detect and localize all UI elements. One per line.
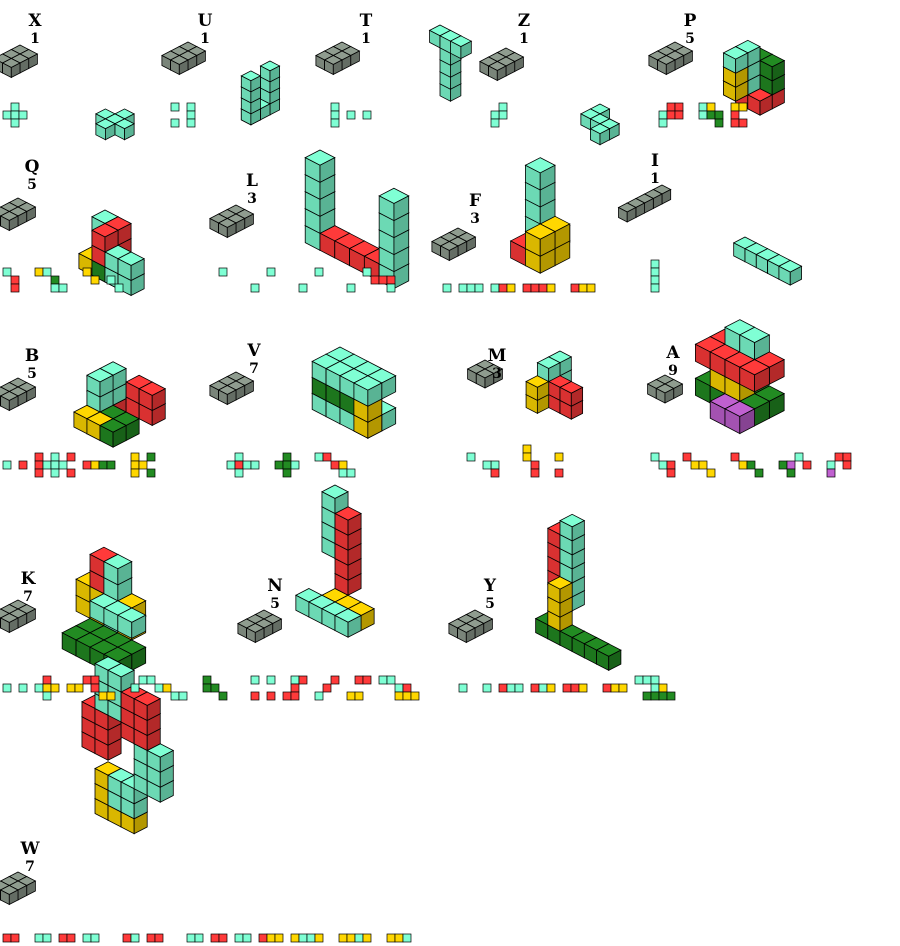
puzzle-letter: Q [24, 157, 40, 177]
puzzle-letter: P [683, 11, 697, 31]
pieces-row-1 [2, 102, 748, 128]
puzzle-count: 1 [519, 31, 529, 47]
base-box-u [161, 41, 207, 76]
base-box-b [0, 377, 37, 412]
base-box-i [617, 184, 672, 223]
base-box-q [0, 197, 37, 232]
puzzle-count: 7 [249, 361, 259, 377]
puzzle-letter: Y [483, 576, 497, 596]
assembled-solid-a [694, 319, 786, 435]
puzzle-letter: U [197, 11, 213, 31]
base-box-k [0, 599, 37, 634]
puzzle-count: 3 [247, 191, 257, 207]
base-box-x [0, 44, 39, 79]
puzzle-count: 5 [27, 177, 37, 193]
base-box-l [209, 204, 255, 239]
puzzle-letter: B [24, 346, 40, 366]
puzzle-letter: X [28, 11, 42, 31]
assembled-solid-l [304, 149, 410, 290]
puzzle-count: 5 [685, 31, 695, 47]
base-box-n [237, 609, 283, 644]
pieces-row-4 [2, 675, 676, 701]
puzzle-letter: F [468, 191, 482, 211]
assembled-solid-n [294, 484, 376, 638]
pieces-row-5 [2, 933, 412, 943]
assembled-solid-f [509, 157, 571, 274]
puzzle-letter: M [487, 346, 507, 366]
assembled-solid-w [81, 656, 175, 835]
assembled-solid-k [61, 546, 147, 679]
assembled-solid-m [525, 350, 584, 420]
base-box-w [0, 871, 37, 906]
assembled-solid-i [732, 236, 803, 286]
assembled-solid-z [579, 103, 621, 146]
puzzle-letter: N [267, 576, 283, 596]
puzzle-count: 9 [668, 363, 678, 379]
base-box-y [448, 609, 494, 644]
assembled-solid-q [78, 209, 146, 297]
pieces-row-2 [2, 259, 660, 293]
puzzle-count: 3 [470, 211, 480, 227]
pieces-row-3 [2, 444, 852, 478]
base-box-v [209, 371, 255, 406]
base-box-t [315, 41, 361, 76]
puzzle-count: 7 [23, 589, 33, 605]
assembled-solid-y [534, 513, 622, 672]
assembled-solid-t [428, 24, 473, 102]
puzzle-count: 1 [30, 31, 40, 47]
assembled-solid-b [73, 361, 167, 448]
puzzle-count: 1 [650, 171, 660, 187]
puzzle-letter: L [246, 171, 258, 191]
base-box-a [646, 374, 684, 404]
base-box-p [648, 41, 694, 76]
puzzle-letter: V [247, 341, 261, 361]
puzzle-letter: K [20, 569, 36, 589]
puzzle-letter: I [651, 151, 659, 171]
puzzle-count: 5 [270, 596, 280, 612]
puzzle-count: 1 [361, 31, 371, 47]
assembled-solid-u [240, 60, 281, 126]
puzzle-count: 1 [200, 31, 210, 47]
puzzle-count: 5 [485, 596, 495, 612]
puzzle-letter: Z [517, 11, 531, 31]
base-box-f [431, 227, 477, 262]
puzzle-count: 5 [27, 366, 37, 382]
base-box-m [466, 359, 504, 389]
puzzle-count: 7 [25, 859, 35, 875]
assembled-solid-p [722, 39, 786, 116]
assembled-solid-x [94, 108, 136, 141]
puzzle-letter: W [20, 839, 40, 859]
puzzle-letter: T [359, 11, 373, 31]
base-box-z [479, 47, 525, 82]
puzzle-count: 3 [492, 366, 502, 382]
assembled-solid-v [311, 346, 397, 439]
puzzle-letter: A [666, 343, 680, 363]
